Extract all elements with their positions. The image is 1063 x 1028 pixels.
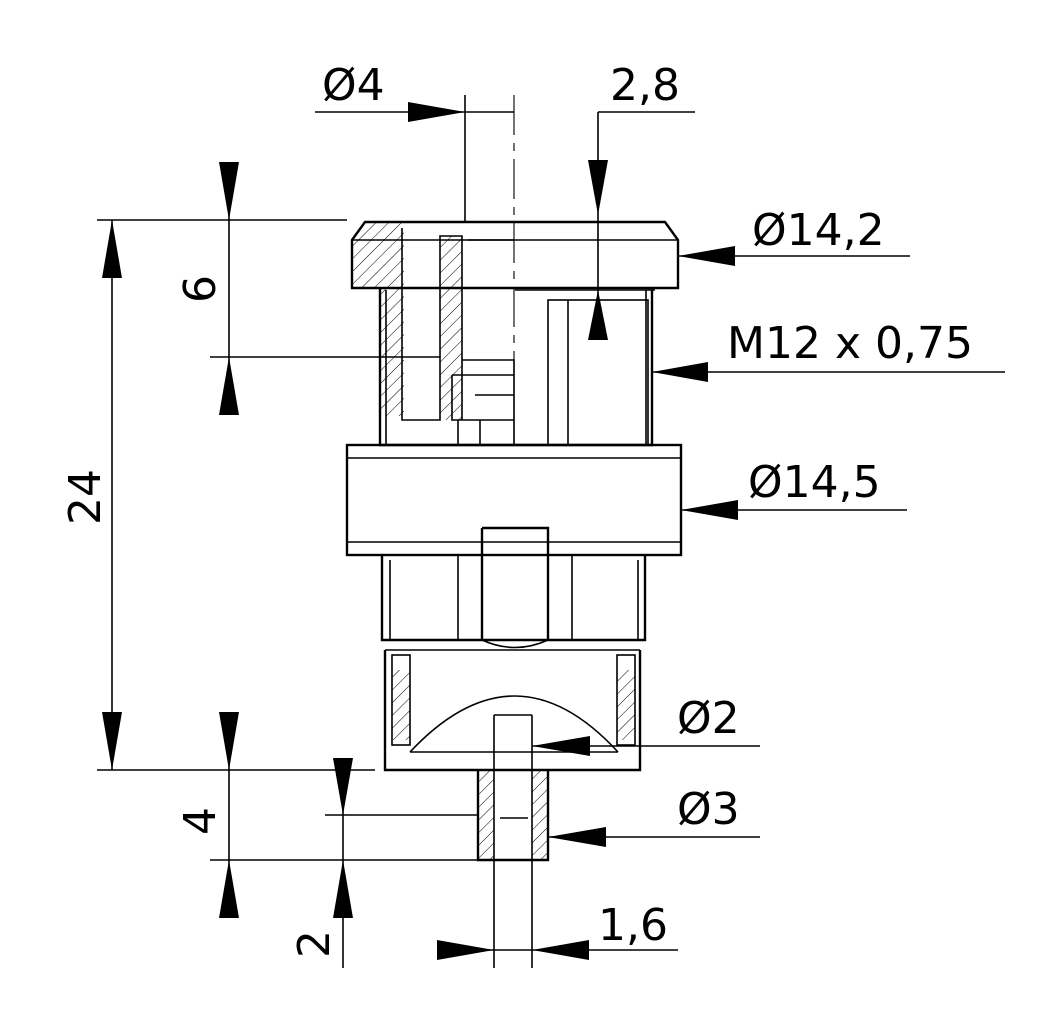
socket-body <box>345 95 683 862</box>
dim-24: 24 <box>60 220 375 771</box>
label-6: 6 <box>175 275 226 303</box>
dim-6: 6 <box>97 162 440 415</box>
dim-2: 2 <box>289 758 478 968</box>
label-2: 2 <box>289 930 340 958</box>
dim-4: 4 <box>175 712 478 918</box>
label-dia3: Ø3 <box>677 784 740 835</box>
dim-2-8: 2,8 <box>588 60 695 340</box>
dim-1-6: 1,6 <box>437 860 678 968</box>
label-4: 4 <box>175 807 226 835</box>
dim-dia4: Ø4 <box>315 60 514 222</box>
dim-dia2: Ø2 <box>532 693 760 756</box>
label-2-8: 2,8 <box>610 60 680 111</box>
label-thread: M12 x 0,75 <box>727 318 973 369</box>
dim-dia3: Ø3 <box>548 784 760 847</box>
label-dia14-2: Ø14,2 <box>752 205 885 256</box>
label-24: 24 <box>60 469 111 525</box>
label-dia14-5: Ø14,5 <box>748 457 881 508</box>
dim-dia14-5: Ø14,5 <box>681 457 907 520</box>
label-dia2: Ø2 <box>677 693 740 744</box>
dim-thread: M12 x 0,75 <box>652 318 1005 382</box>
dim-dia14-2: Ø14,2 <box>678 205 910 266</box>
label-dia4: Ø4 <box>322 60 385 111</box>
label-1-6: 1,6 <box>598 900 668 951</box>
